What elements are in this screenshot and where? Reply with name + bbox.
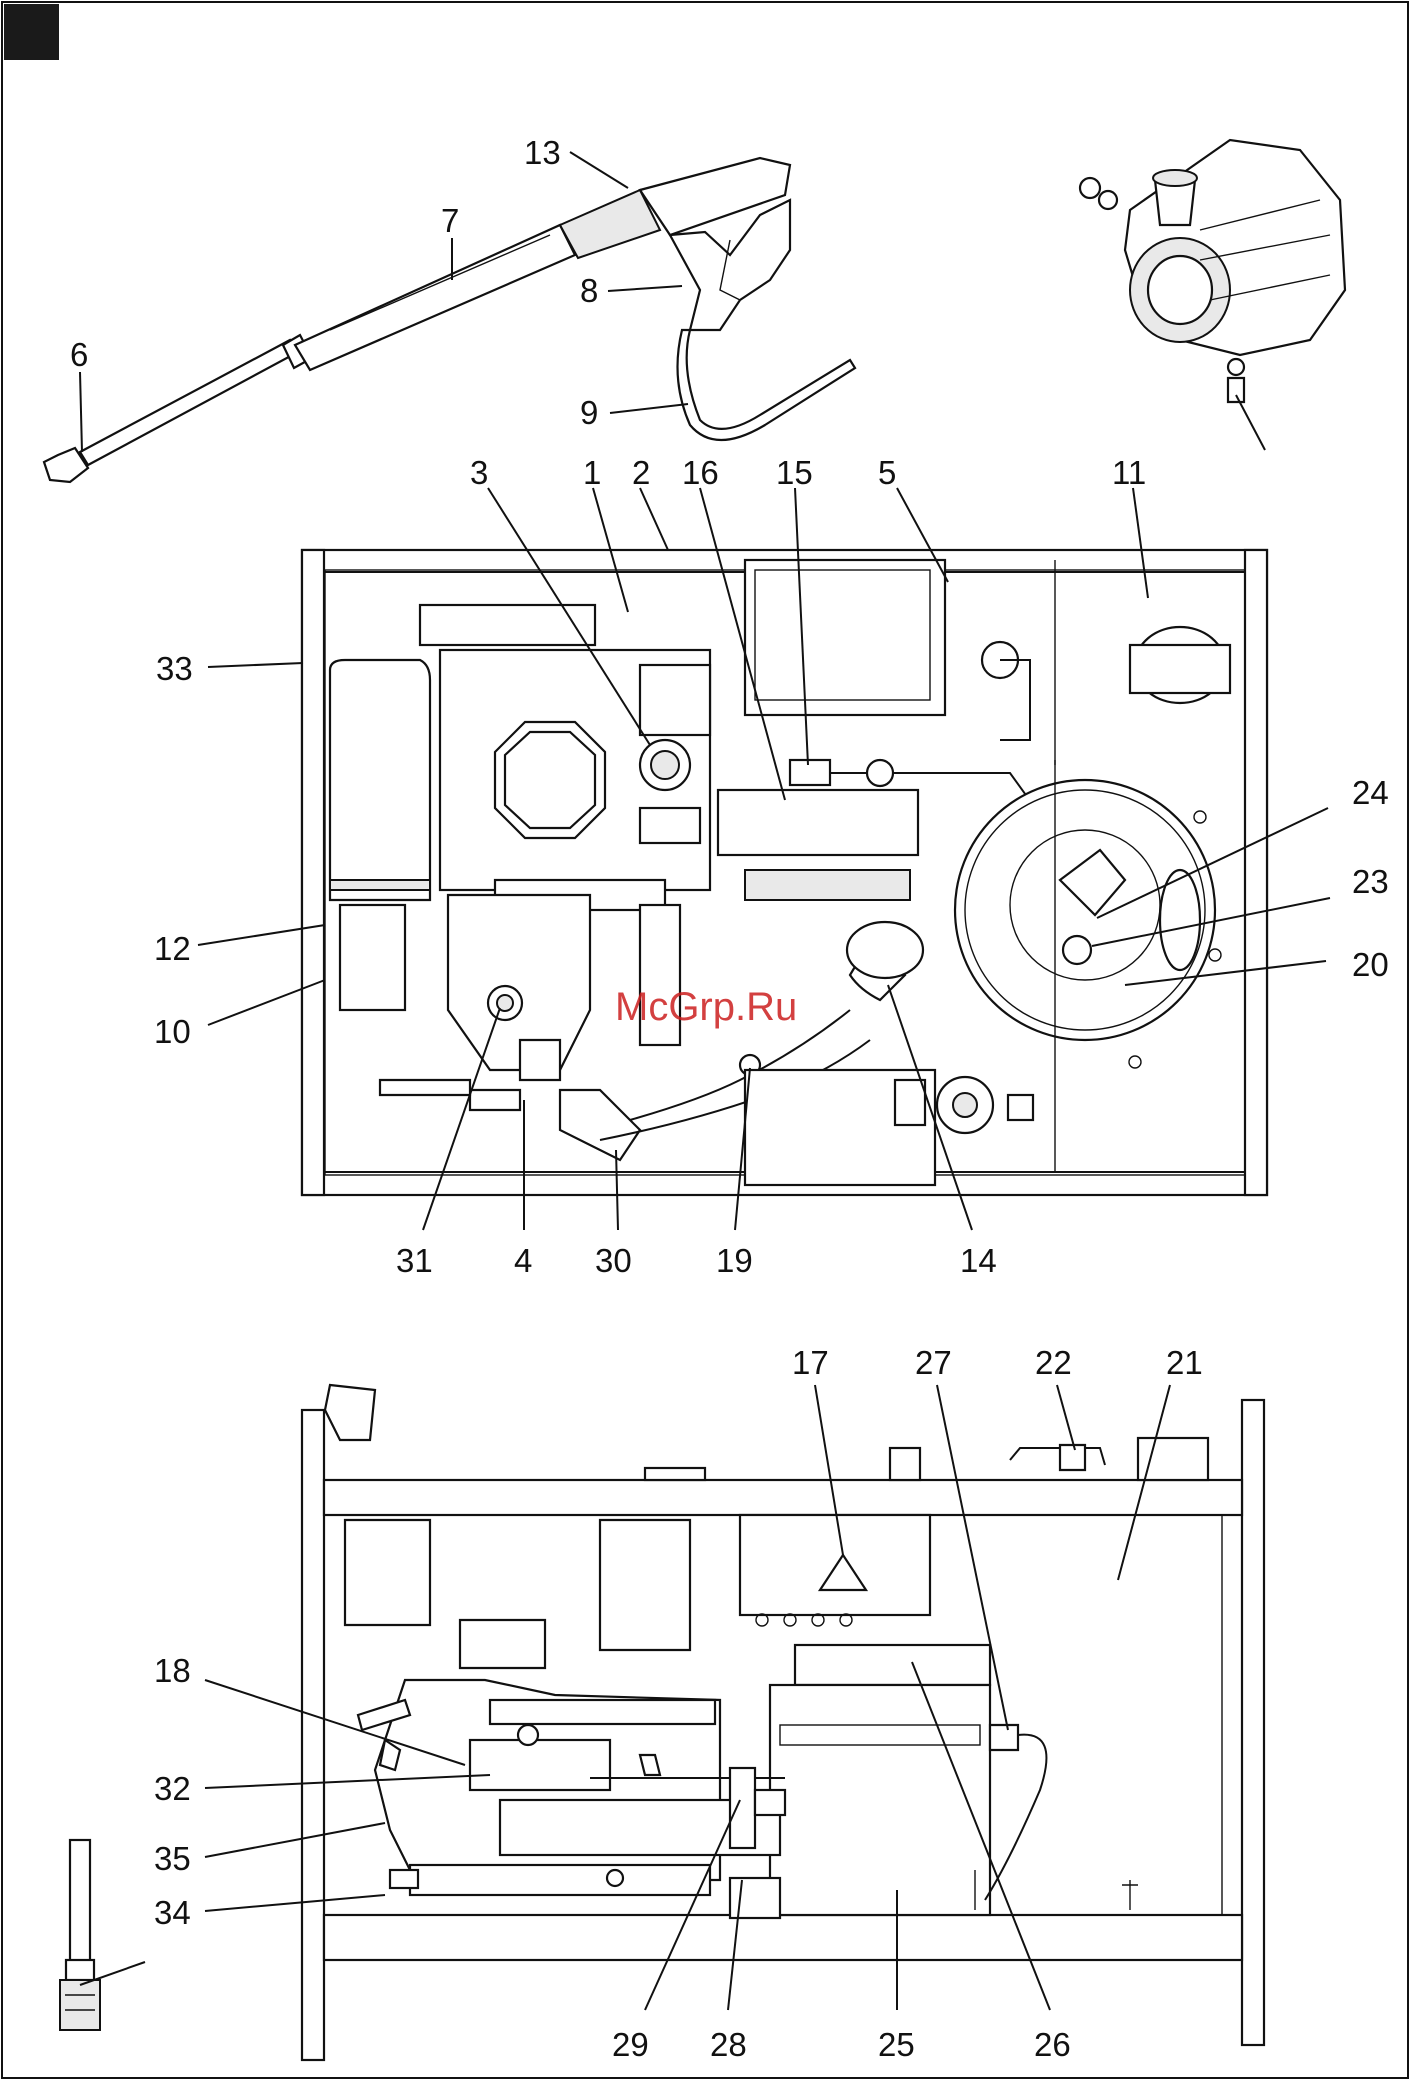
callout-16: 16 bbox=[682, 454, 719, 491]
callout-17: 17 bbox=[792, 1344, 829, 1381]
watermark: McGrp.Ru bbox=[615, 985, 797, 1029]
callout-12: 12 bbox=[154, 930, 191, 967]
callout-14: 14 bbox=[960, 1242, 997, 1279]
callout-19: 19 bbox=[716, 1242, 753, 1279]
machine-side-view bbox=[302, 1385, 1264, 2060]
callout-1: 1 bbox=[583, 454, 601, 491]
callout-34: 34 bbox=[154, 1894, 191, 1931]
callout-10: 10 bbox=[154, 1013, 191, 1050]
callout-26: 26 bbox=[1034, 2026, 1071, 2063]
callout-3: 3 bbox=[470, 454, 488, 491]
callout-6: 6 bbox=[70, 336, 88, 373]
callout-13: 13 bbox=[524, 134, 561, 171]
callout-24: 24 bbox=[1352, 774, 1389, 811]
callout-7: 7 bbox=[441, 202, 459, 239]
callout-31: 31 bbox=[396, 1242, 433, 1279]
callout-27: 27 bbox=[915, 1344, 952, 1381]
callout-4: 4 bbox=[514, 1242, 532, 1279]
callout-8: 8 bbox=[580, 272, 598, 309]
callout-9: 9 bbox=[580, 394, 598, 431]
callout-30: 30 bbox=[595, 1242, 632, 1279]
callout-21: 21 bbox=[1166, 1344, 1203, 1381]
callout-22: 22 bbox=[1035, 1344, 1072, 1381]
callout-11: 11 bbox=[1112, 454, 1146, 491]
callout-28: 28 bbox=[710, 2026, 747, 2063]
callout-25: 25 bbox=[878, 2026, 915, 2063]
machine-top-view bbox=[302, 550, 1267, 1195]
callout-5: 5 bbox=[878, 454, 896, 491]
callout-32: 32 bbox=[154, 1770, 191, 1807]
corner-marker bbox=[4, 4, 59, 60]
callout-29: 29 bbox=[612, 2026, 649, 2063]
callout-23: 23 bbox=[1352, 863, 1389, 900]
callout-33: 33 bbox=[156, 650, 193, 687]
callout-20: 20 bbox=[1352, 946, 1389, 983]
callout-15: 15 bbox=[776, 454, 813, 491]
callout-18: 18 bbox=[154, 1652, 191, 1689]
callout-35: 35 bbox=[154, 1840, 191, 1877]
callout-2: 2 bbox=[632, 454, 650, 491]
suction-filter-illustration bbox=[60, 1840, 145, 2030]
pump-head-illustration bbox=[1080, 140, 1345, 450]
